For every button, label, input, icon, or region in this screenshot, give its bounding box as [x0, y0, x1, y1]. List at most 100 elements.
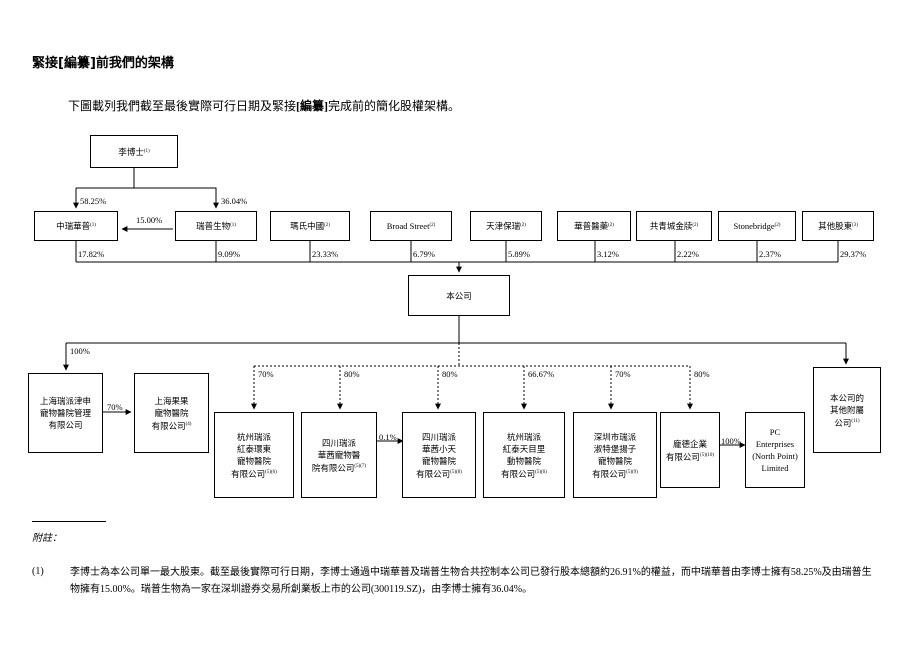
subsidiary-box-sc-huaqian: 四川瑞派華茜寵物醫院有限公司(5)(7): [301, 412, 377, 498]
shareholder-box-zhongrui: 中瑞華普(1): [34, 211, 118, 241]
pct-jinshen: 100%: [70, 346, 90, 356]
shareholder-note: (2): [774, 223, 781, 228]
subsidiary-line: 紅泰環東: [236, 443, 271, 454]
subsidiary-note: (5)(6): [535, 469, 547, 475]
intro-text-before: 下圖載列我們截至最後實際可行日期及緊接: [68, 99, 297, 113]
subsidiary-note: (5)(7): [354, 463, 367, 469]
section-heading: 緊接[編纂]前我們的架構: [32, 56, 174, 71]
subsidiary-note: (4): [185, 421, 192, 427]
subsidiary-line: 寵物醫院: [597, 455, 632, 466]
subsidiary-line: 動物醫院: [506, 455, 541, 466]
note-number: (1): [32, 566, 44, 577]
subsidiary-line: Limited: [761, 463, 789, 473]
shareholder-name: Broad Street: [386, 221, 430, 231]
pct-schx: 80%: [442, 369, 458, 379]
subsidiary-line: 上海果果: [154, 395, 189, 406]
subsidiary-line: 有限公司: [665, 451, 700, 462]
pct-hzhd: 70%: [258, 369, 274, 379]
dr-li-label: 李博士: [118, 146, 144, 157]
pct-drli-ruipu: 36.04%: [221, 196, 248, 206]
subsidiary-box-sc-xiaotian: 四川瑞派華茜小天寵物醫院有限公司(5)(8): [402, 412, 476, 498]
subsidiary-line: 寵物醫院: [154, 407, 189, 418]
pct-shareholder: 6.79%: [413, 249, 435, 259]
subsidiary-note: (11): [851, 418, 860, 424]
pct-drli-zhongrui: 58.25%: [80, 196, 107, 206]
pct-guoguo: 70%: [107, 402, 123, 412]
subsidiary-box-pc-enterprises: PC Enterprises (North Point) Limited: [745, 412, 805, 488]
subsidiary-box-guoguo: 上海果果寵物醫院有限公司(4): [134, 373, 209, 453]
subsidiary-line: 龐德企業: [672, 438, 707, 449]
pct-szyz: 70%: [615, 369, 631, 379]
dr-li-note: (1): [143, 148, 150, 154]
pct-pc: 100%: [721, 436, 741, 446]
line-drli-to-ruipu: [134, 187, 219, 209]
shareholder-name: 其他股東: [818, 221, 853, 231]
shareholder-name: 瑪氏中國: [290, 221, 325, 231]
company-box: 本公司: [408, 275, 510, 316]
subsidiary-line: 有限公司: [151, 420, 186, 431]
pct-shareholder: 2.22%: [677, 249, 699, 259]
subsidiary-line: 院有限公司: [311, 462, 355, 473]
subsidiary-line: 杭州瑞派: [506, 431, 541, 442]
pct-schq: 80%: [344, 369, 360, 379]
subsidiary-line: (North Point): [752, 451, 798, 461]
shareholder-name: 中瑞華普: [56, 221, 91, 231]
note-text: 李博士為本公司單一最大股東。截至最後實際可行日期，李博士通過中瑞華普及瑞普生物合…: [70, 567, 872, 595]
subsidiary-line: 公司: [834, 417, 852, 428]
shareholder-note: (3): [852, 223, 858, 228]
subsidiary-line: 有限公司: [416, 468, 451, 479]
subsidiary-line: 寵物醫院: [421, 455, 456, 466]
shareholder-note: (1): [90, 223, 96, 228]
subsidiary-line: 華茜寵物醫: [317, 449, 361, 460]
line-100-branch: [66, 342, 846, 370]
subsidiary-line: 上海瑞派津申: [39, 396, 91, 406]
shareholder-name: 瑞普生物: [196, 221, 231, 231]
subsidiary-line: 四川瑞派: [321, 437, 356, 448]
pct-shareholder: 5.89%: [508, 249, 530, 259]
line-shareholders-merge: [75, 241, 839, 263]
shareholder-box-mars-china: 瑪氏中國(2): [270, 211, 350, 241]
shareholder-note: (2): [429, 223, 436, 228]
subsidiary-line: 本公司的: [829, 392, 864, 403]
subsidiary-box-other: 本公司的其他附屬公司(11): [813, 367, 881, 453]
subsidiary-box-hz-tianmuli: 杭州瑞派紅泰天目里動物醫院有限公司(5)(6): [483, 412, 565, 498]
subsidiary-box-pangde: 龐德企業有限公司(5)(10): [660, 412, 720, 488]
subsidiary-note: (5)(8): [450, 469, 462, 475]
shareholder-note: (2): [520, 223, 526, 228]
subsidiary-line: PC: [769, 427, 781, 437]
shareholder-box-gongqingcheng: 共青城金牍(2): [636, 211, 712, 241]
company-label: 本公司: [446, 290, 472, 301]
line-drli-to-zhongrui: [76, 187, 134, 208]
subsidiary-box-hz-huandong: 杭州瑞派紅泰環東寵物醫院有限公司(5)(6): [214, 412, 294, 498]
shareholder-name: 共青城金牍: [649, 221, 693, 231]
intro-text-after: 完成前的簡化股權架構。: [328, 99, 461, 113]
shareholder-box-other: 其他股東(3): [802, 211, 874, 241]
subsidiary-line: Enterprises: [755, 439, 795, 449]
subsidiary-line: 華茜小天: [421, 443, 456, 454]
subsidiary-line: 杭州瑞派: [236, 431, 271, 442]
shareholder-note: (2): [608, 223, 614, 228]
pct-shareholder: 2.37%: [759, 249, 781, 259]
subsidiary-note: (5)(6): [265, 469, 277, 475]
shareholder-box-stonebridge: Stonebridge(2): [718, 211, 796, 241]
intro-paragraph: 下圖載列我們截至最後實際可行日期及緊接[編纂]完成前的簡化股權架構。: [68, 97, 460, 114]
shareholder-note: (2): [324, 223, 330, 228]
shareholder-name: 天津保瑞: [486, 221, 521, 231]
subsidiary-line: 有限公司: [501, 468, 536, 479]
pct-shareholder: 9.09%: [218, 249, 240, 259]
shareholder-box-ruipu: 瑞普生物(1): [175, 211, 257, 241]
shareholder-box-tianjin-baorui: 天津保瑞(2): [470, 211, 542, 241]
subsidiary-line: 有限公司: [592, 468, 627, 479]
pct-pangde: 80%: [694, 369, 710, 379]
shareholder-name: Stonebridge: [733, 221, 775, 231]
pct-shareholder: 3.12%: [597, 249, 619, 259]
subsidiary-line: 寵物醫院管理: [39, 408, 91, 418]
subsidiary-line: 淑特堡揚子: [593, 443, 637, 454]
subsidiary-line: 深圳市瑞派: [593, 431, 637, 442]
subsidiary-line: 寵物醫院: [236, 455, 271, 466]
subsidiary-box-sz-yangzi: 深圳市瑞派淑特堡揚子寵物醫院有限公司(5)(9): [573, 412, 657, 498]
intro-redacted: [編纂]: [296, 99, 329, 113]
shareholder-note: (1): [230, 223, 236, 228]
subsidiary-line: 四川瑞派: [421, 431, 456, 442]
